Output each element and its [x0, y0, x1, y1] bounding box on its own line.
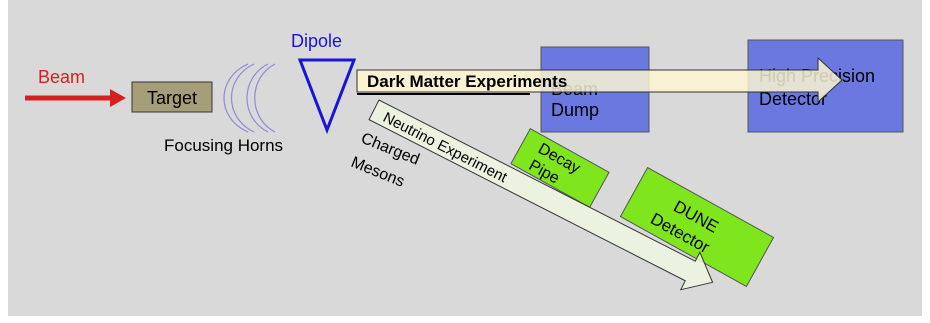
beam-arrow-head [110, 89, 126, 107]
dipole-triangle [297, 58, 357, 135]
target-box [131, 81, 213, 113]
horn-curve-4 [254, 63, 276, 133]
dipole-label: Dipole [291, 31, 342, 51]
horn-curve-3 [246, 63, 269, 133]
beam-label: Beam [38, 67, 85, 87]
horn-curve-1 [223, 63, 249, 133]
dark-matter-experiments-arrow: Dark Matter Experiments [356, 56, 843, 104]
focusing-horns [223, 63, 276, 133]
beam-dump-label-line2: Dump [551, 100, 599, 120]
target-label: Target [147, 88, 197, 108]
neutrino-arrow-shape [368, 99, 714, 291]
dark-matter-arrow-label: Dark Matter Experiments [367, 72, 567, 91]
focusing-horns-label: Focusing Horns [164, 136, 283, 155]
horn-curve-2 [231, 63, 255, 133]
dune-detector-box [619, 166, 775, 288]
high-precision-detector-label-line2: Detector [759, 89, 827, 109]
dune-detector: DUNE Detector [619, 166, 775, 288]
dark-matter-arrow-shape [356, 56, 843, 104]
decay-pipe: Decay Pipe [510, 128, 610, 208]
decay-pipe-box [510, 128, 610, 208]
